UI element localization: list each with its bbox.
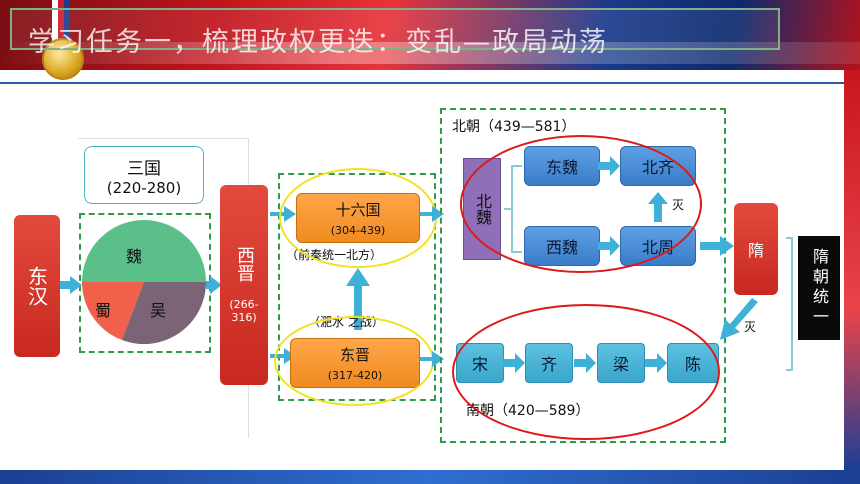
frame-line <box>78 138 248 139</box>
shu-slice <box>82 282 144 340</box>
south-highlight <box>452 304 720 440</box>
header-banner <box>0 0 860 70</box>
sui-unify-box: 隋朝统一 <box>798 236 840 340</box>
banner-stripe <box>0 42 860 64</box>
jin-arrows <box>420 206 444 367</box>
up-arrow <box>346 268 370 330</box>
sui-node: 隋 <box>734 203 778 295</box>
page-title: 学习任务一，梳理政权更迭：变乱—政局动荡 <box>28 27 608 58</box>
arrow-to-sui <box>700 236 734 256</box>
wu-label: 吴 <box>150 301 167 320</box>
north-label: 北朝（439—581） <box>452 119 576 135</box>
north-south-group <box>440 108 726 443</box>
diag-arrow <box>720 298 758 340</box>
north-highlight <box>460 135 702 273</box>
three-kingdoms-box: 三国 (220-280) <box>84 146 204 204</box>
right-decor-strip <box>844 70 860 470</box>
header-rule <box>0 82 860 84</box>
bottom-bar <box>0 470 860 484</box>
mie-south-label: 灭 <box>744 320 757 334</box>
three-kingdoms-pie <box>82 220 206 345</box>
arrow <box>60 281 74 289</box>
sui-bracket <box>786 237 793 371</box>
title-box: 学习任务一，梳理政权更迭：变乱—政局动荡 <box>10 8 780 58</box>
shu-label: 蜀 <box>95 301 112 320</box>
medal-icon <box>42 38 84 80</box>
arrow-head <box>70 276 82 294</box>
sixteen-highlight <box>279 168 437 268</box>
wei-label: 魏 <box>126 247 143 266</box>
wei-slice <box>82 220 206 282</box>
medal-ribbon <box>52 0 70 42</box>
east-jin-highlight <box>274 316 434 406</box>
east-han-node: 东汉 <box>14 215 60 357</box>
west-jin-node: 西晋 (266-316) <box>220 185 268 385</box>
wu-slice <box>122 282 206 345</box>
arrow-head <box>210 276 222 294</box>
